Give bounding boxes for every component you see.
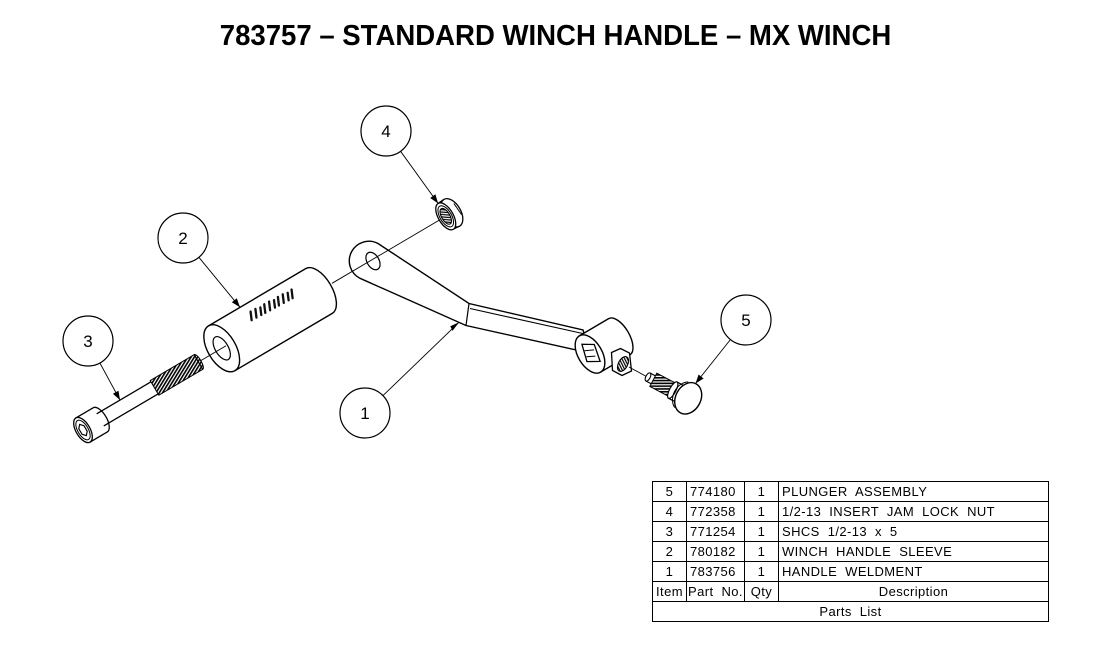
parts-cell: WINCH HANDLE SLEEVE [778,541,1049,562]
callout-balloons: 1 2 3 4 5 [62,105,772,439]
parts-header-row: Item Part No. Qty Description [652,581,1049,602]
winch-handle-sleeve-drawing [203,266,338,373]
balloon-5-number: 5 [741,311,750,330]
balloon-2: 2 [157,212,209,264]
parts-cell: 2 [652,541,687,562]
header-qty: Qty [744,581,779,602]
parts-cell: SHCS 1/2-13 x 5 [778,521,1049,542]
arrowhead-3 [112,390,120,401]
balloon-1-number: 1 [360,404,369,423]
parts-cell: 1 [744,521,779,542]
jam-lock-nut-drawing [435,198,464,231]
balloon-1: 1 [339,387,391,439]
nut-threaded-bore [439,207,453,225]
threaded-hole [616,356,630,372]
handle-top-face-edge [469,307,586,335]
header-description: Description [778,581,1049,602]
arrowhead-5 [695,374,704,384]
parts-cell: HANDLE WELDMENT [778,561,1049,582]
parts-cell: 774180 [686,481,745,502]
parts-cell: 783756 [686,561,745,582]
parts-cell: 4 [652,501,687,522]
leader-4 [400,151,439,204]
screw-threads [149,353,204,396]
header-part-no: Part No. [686,581,745,602]
balloon-5: 5 [720,294,772,346]
square-drive-socket [581,343,602,363]
balloon-3-number: 3 [83,332,92,351]
centerline-screw-sleeve [199,345,227,362]
parts-cell: 1 [744,501,779,522]
parts-cell: 1 [744,541,779,562]
parts-cell: 771254 [686,521,745,542]
parts-cell: 1 [744,481,779,502]
drawing-title: 783757 – STANDARD WINCH HANDLE – MX WINC… [219,20,892,52]
main-axis-parts [73,198,464,444]
arrowhead-1 [450,322,459,331]
handle-bend-crease [465,303,470,326]
leader-arrowheads [112,194,704,401]
parts-cell: 5 [652,481,687,502]
parts-cell: 1 [744,561,779,582]
balloon-4-number: 4 [381,122,390,141]
plunger-knob [674,381,703,415]
parts-list-caption-row: Parts List [652,601,1049,622]
shcs-screw-drawing [73,353,204,444]
centerline-sleeve-nut [331,219,440,284]
leader-1 [382,321,460,396]
parts-list-caption: Parts List [652,601,1049,622]
handle-arm-outline [348,240,592,354]
plunger-assembly-drawing [644,372,703,415]
leader-5 [695,339,731,384]
parts-cell: 1 [652,561,687,582]
boss-hex-port [610,347,633,377]
balloon-4: 4 [360,105,412,157]
balloon-3: 3 [62,315,114,367]
header-item: Item [652,581,687,602]
parts-cell: PLUNGER ASSEMBLY [778,481,1049,502]
parts-cell: 780182 [686,541,745,562]
hex-socket [78,423,88,437]
arrowhead-4 [430,194,439,204]
parts-cell: 1/2-13 INSERT JAM LOCK NUT [778,501,1049,522]
parts-cell: 772358 [686,501,745,522]
balloon-2-number: 2 [178,229,187,248]
handle-weldment-drawing [348,240,592,354]
sleeve-engraving [249,288,294,322]
parts-cell: 3 [652,521,687,542]
arrowhead-2 [231,298,240,308]
leader-2 [198,257,241,308]
